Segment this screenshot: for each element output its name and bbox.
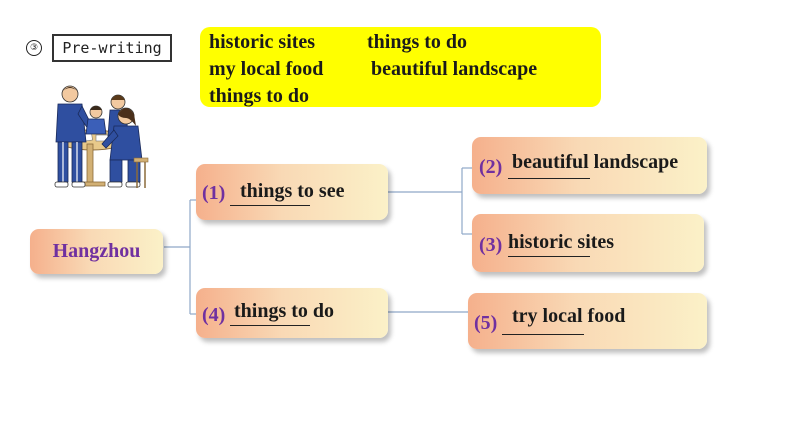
answer-blank-line (230, 205, 310, 206)
word-bank: historic sites things to do my local foo… (200, 27, 601, 107)
word-bank-row: things to do (209, 83, 601, 110)
word-bank-row: historic sites things to do (209, 29, 601, 56)
node-things-to-see: (1) things to see (196, 164, 388, 220)
node-try-local-food: (5) try local food (468, 293, 707, 349)
node-number: (5) (474, 312, 498, 334)
answer-blank-line (508, 178, 590, 179)
step-number-badge: ③ (26, 40, 42, 56)
word-bank-item: things to do (209, 85, 310, 107)
node-answer: things to see (240, 180, 345, 202)
answer-blank-line (508, 256, 590, 257)
node-number: (1) (202, 182, 226, 204)
node-things-to-do: (4) things to do (196, 288, 388, 338)
node-answer: try local food (512, 305, 626, 327)
root-node-hangzhou: Hangzhou (30, 229, 163, 274)
root-node-label: Hangzhou (52, 240, 141, 262)
node-answer: historic sites (508, 231, 615, 253)
node-answer: beautiful landscape (512, 151, 679, 173)
node-historic-sites: (3) historic sites (472, 214, 704, 272)
word-bank-row: my local food beautiful landscape (209, 56, 601, 83)
answer-blank-line (502, 334, 584, 335)
students-illustration (54, 85, 149, 188)
word-bank-item: historic sites (209, 31, 316, 53)
node-number: (3) (479, 234, 503, 256)
node-beautiful-landscape: (2) beautiful landscape (472, 137, 707, 194)
node-number: (2) (479, 156, 503, 178)
word-bank-item: things to do (367, 31, 468, 53)
node-answer: things to do (234, 300, 335, 322)
section-title: Pre-writing (52, 34, 172, 62)
word-bank-item: my local food (209, 58, 324, 80)
answer-blank-line (230, 325, 310, 326)
node-number: (4) (202, 304, 226, 326)
word-bank-item: beautiful landscape (371, 58, 538, 80)
